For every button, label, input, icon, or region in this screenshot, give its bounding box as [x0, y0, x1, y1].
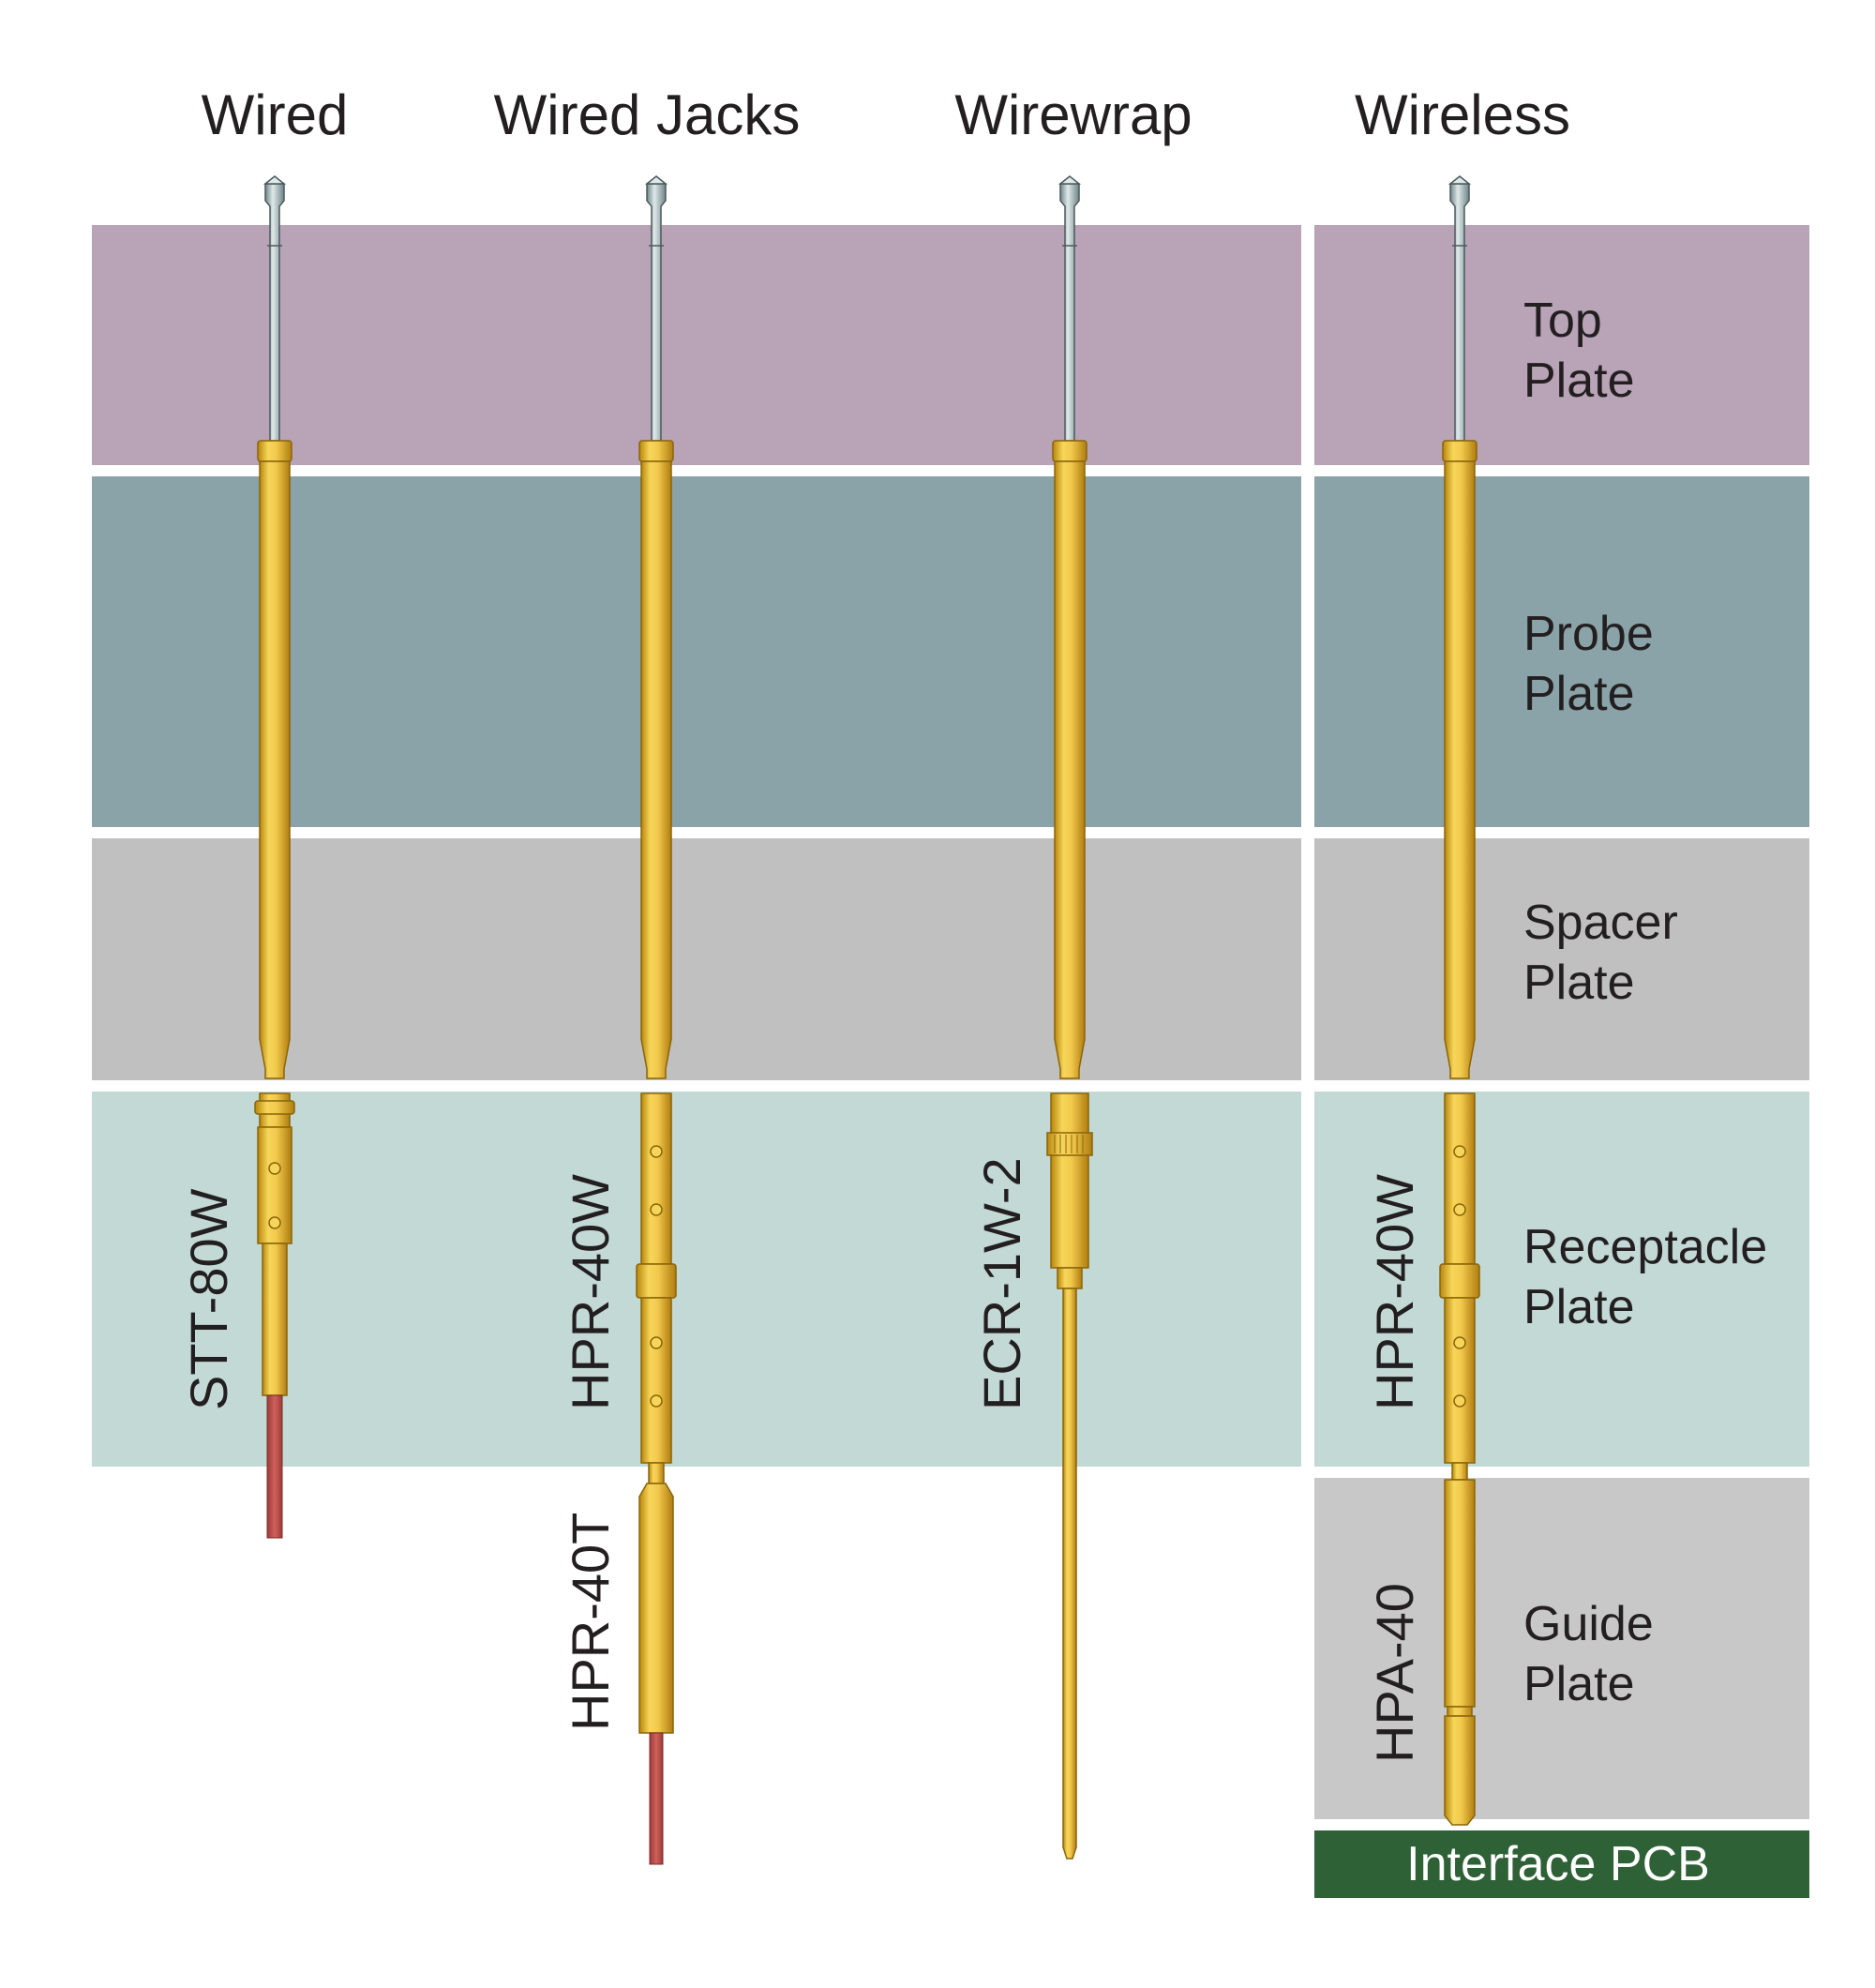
- pin-label-hpr-40w-wireless: HPR-40W: [1365, 1173, 1424, 1410]
- pin-label-ecr-1w-2: ECR-1W-2: [972, 1157, 1031, 1410]
- pin-label-stt-80w: STT-80W: [179, 1188, 238, 1410]
- interface-pcb: [1314, 1830, 1809, 1898]
- column-title-wired: Wired: [201, 83, 349, 146]
- spacer-plate-left: [92, 838, 1301, 1080]
- column-title-wirewrap: Wirewrap: [954, 83, 1192, 146]
- pin-hpr-40w-jack: [636, 175, 677, 1865]
- guide-plate: [1314, 1478, 1809, 1819]
- spacer-plate-right: [1314, 838, 1809, 1080]
- pcb-label: Interface PCB: [1406, 1837, 1710, 1891]
- pin-label-hpr-40w-jack: HPR-40W: [561, 1173, 620, 1410]
- pin-ecr-1w-2: [1046, 175, 1093, 1860]
- top-plate-right: [1314, 225, 1809, 465]
- column-title-wired-jacks: Wired Jacks: [493, 83, 801, 146]
- pin-stt-80w: [254, 175, 295, 1539]
- probe-plate-left: [92, 476, 1301, 827]
- probe-plate-right: [1314, 476, 1809, 827]
- receptacle-plate-right: [1314, 1092, 1809, 1467]
- pin-label-hpr-40t: HPR-40T: [561, 1512, 620, 1731]
- receptacle-plate-left: [92, 1092, 1301, 1467]
- pin-label-hpa-40: HPA-40: [1365, 1583, 1424, 1763]
- column-title-wireless: Wireless: [1354, 83, 1571, 146]
- top-plate-left: [92, 225, 1301, 465]
- pin-hpr-40w-hpa-40: [1439, 175, 1480, 1826]
